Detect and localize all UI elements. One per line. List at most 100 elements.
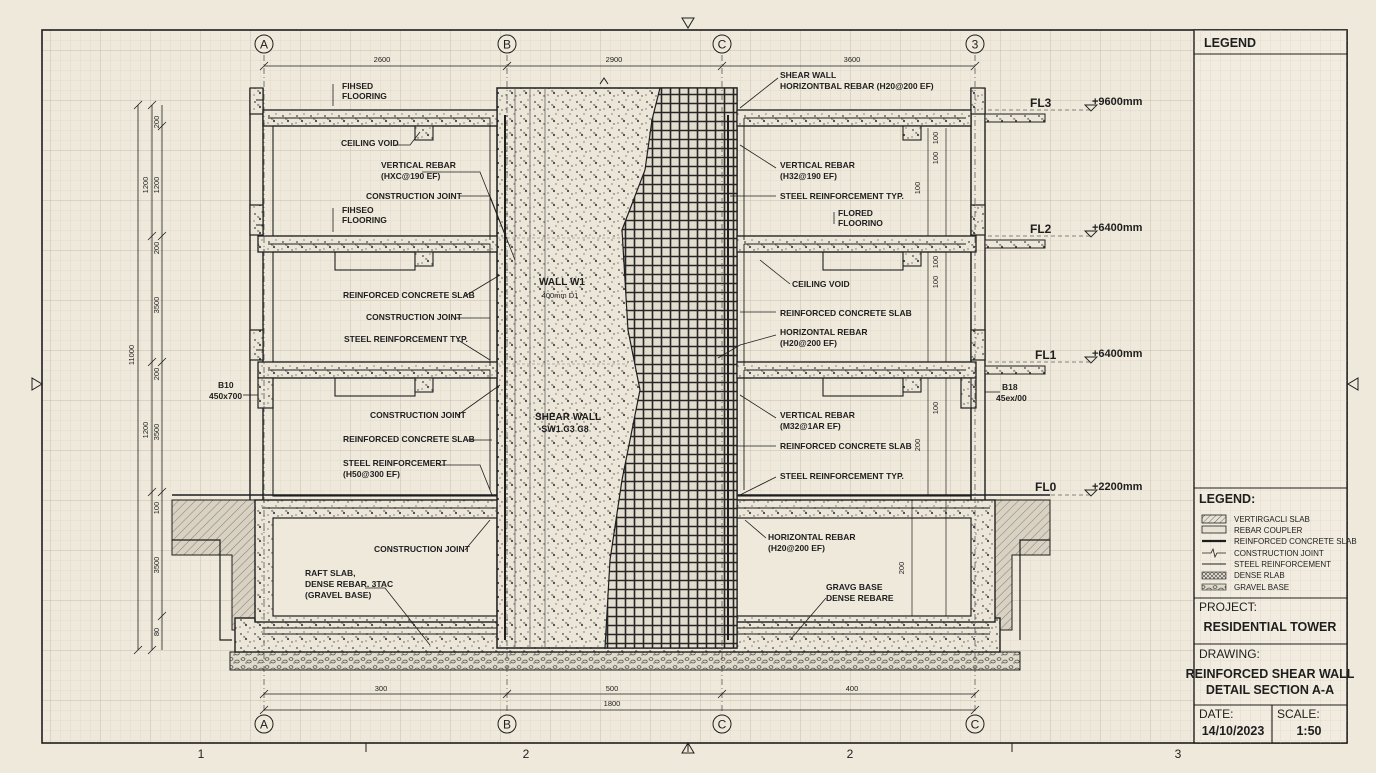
leader-r13 <box>789 597 827 641</box>
left-outer-wall <box>249 88 264 500</box>
left-floor-stack <box>249 87 498 500</box>
title-block-grid <box>1194 30 1347 743</box>
leader-l6 <box>464 274 501 297</box>
right-dim-8: 200 <box>897 562 906 575</box>
right-beam-fl3 <box>902 125 922 141</box>
zone-number-3: 2 <box>847 747 854 761</box>
note-gravel-base-right-line2: DENSE REBARE <box>826 593 894 603</box>
note-ceiling-void-right: CEILING VOID <box>792 279 850 289</box>
right-column-1 <box>970 329 986 361</box>
zone-number-2: 2 <box>523 747 530 761</box>
note-vertical-rebar-right-2-line1: VERTICAL REBAR <box>780 410 855 420</box>
note-gravel-base-right-line1: GRAVG BASE <box>826 582 883 592</box>
bottom-center-marker <box>681 742 695 754</box>
right-dim-7: 200 <box>913 439 922 452</box>
leader-r12 <box>744 519 767 539</box>
left-stack-dim-6: 200 <box>152 368 161 381</box>
shear-wall-core <box>496 77 738 649</box>
left-beam-b10 <box>257 377 274 409</box>
left-column-cap-3 <box>249 87 264 115</box>
left-outer-dim-2: 1200 <box>141 422 150 439</box>
note-shear-wall-horizontal-line1: SHEAR WALL <box>780 70 836 80</box>
excavation-outline <box>172 539 1050 641</box>
right-column-cap-3 <box>970 87 986 115</box>
scale-label: SCALE: <box>1277 707 1320 721</box>
note-floored-flooring-line2: FLOORINO <box>838 218 883 228</box>
right-dim-6: 100 <box>931 402 940 415</box>
left-column-1 <box>249 329 264 361</box>
note-raft-slab-line1: RAFT SLAB, <box>305 568 356 578</box>
right-beam-fl2 <box>902 251 922 267</box>
right-inner-dim-labels: 100 100 100 100 100 100 200 200 <box>897 132 940 575</box>
left-dim-overall: 11000 <box>127 345 136 365</box>
legend-items: VERTIRGACLI SLAB REBAR COUPLER REINFORCE… <box>1201 514 1357 592</box>
grid-label-bottom-c: C <box>718 718 727 732</box>
right-inner-dimensions <box>911 128 947 616</box>
top-dimensions <box>259 61 980 71</box>
leader-r1 <box>739 77 779 109</box>
left-stack-dim-8: 100 <box>152 502 161 515</box>
note-shear-wall-horizontal-line2: HORIZONTBAL REBAR (H20@200 EF) <box>780 81 934 91</box>
note-vertical-rebar-right-line2: (H32@190 EF) <box>780 171 837 181</box>
note-vertical-rebar-right-line1: VERTICAL REBAR <box>780 160 855 170</box>
note-steel-reinforcement-right-2: STEEL REINFORCEMENT TYP. <box>780 471 904 481</box>
note-horizontal-rebar-right-2-line1: HORIZONTAL REBAR <box>768 532 856 542</box>
basement-void-right <box>734 517 972 617</box>
left-annotations: FIHSED FLOORING CEILING VOID VERTICAL RE… <box>209 81 475 600</box>
right-dim-lines <box>911 128 947 616</box>
note-floored-flooring-line1: FLORED <box>838 208 873 218</box>
shear-wall-code: SW1.C3 C8 <box>541 424 589 434</box>
grid-bubble-bottom-c <box>712 714 732 734</box>
top-dim-2: 2900 <box>606 55 623 64</box>
grid-label-top-b: B <box>503 38 511 52</box>
legend-label-rc-slab: REINFORCED CONCRETE SLAB <box>1234 537 1357 546</box>
left-center-marker <box>31 377 43 391</box>
legend-heading: LEGEND <box>1204 36 1256 50</box>
left-room-fl1 <box>272 377 498 497</box>
right-room-fl1 <box>736 377 972 497</box>
note-steel-reinforcement-left: STEEL REINFORCEMENT TYP. <box>344 334 468 344</box>
wall-labels: WALL W1 400mm D1 SHEAR WALL SW1.C3 C8 <box>535 277 601 434</box>
level-markers: FL3 +9600mm FL2 +6400mm FL1 +6400mm FL0 … <box>988 96 1143 497</box>
note-construction-joint-4: CONSTRUCTION JOINT <box>374 544 471 554</box>
wall-w1-label: WALL W1 <box>539 277 585 288</box>
right-floor-stack <box>736 87 1046 500</box>
leader-l14 <box>365 587 431 646</box>
note-finished-flooring-1-line1: FIHSED <box>342 81 373 91</box>
legend-swatch-rebar-coupler <box>1201 525 1227 534</box>
note-finished-flooring-1-line2: FLOORING <box>342 91 387 101</box>
left-column-2 <box>249 204 264 236</box>
legend-label-steel-reinforcement: STEEL REINFORCEMENT <box>1234 560 1331 569</box>
right-annotations: SHEAR WALL HORIZONTBAL REBAR (H20@200 EF… <box>768 70 1027 603</box>
grid-label-top-c: C <box>718 38 727 52</box>
zone-number-1: 1 <box>198 747 205 761</box>
left-stack-dim-1: 200 <box>152 116 161 129</box>
grid-bubble-top-c <box>712 34 732 54</box>
leader-l13 <box>464 519 491 551</box>
note-vertical-rebar-right-2-line2: (M32@1AR EF) <box>780 421 841 431</box>
note-rc-slab-left-2: REINFORCED CONCRETE SLAB <box>343 434 475 444</box>
grid-label-bottom-b: B <box>503 718 511 732</box>
left-beam-fl2 <box>414 251 434 267</box>
grid-bubble-bottom-a <box>254 714 274 734</box>
scale-value: 1:50 <box>1296 724 1321 738</box>
legend-swatch-vertical-slab <box>1201 514 1227 524</box>
left-stack-dim-7: 3500 <box>152 557 161 574</box>
shear-wall-joint-lines <box>497 237 640 365</box>
drawing-label: DRAWING: <box>1199 647 1260 661</box>
bottom-dim-lines <box>264 693 975 711</box>
note-rc-slab-left-1: REINFORCED CONCRETE SLAB <box>343 290 475 300</box>
legend-swatch-dense-slab <box>1201 571 1227 580</box>
note-ceiling-void-left: CEILING VOID <box>341 138 399 148</box>
note-raft-slab-line3: (GRAVEL BASE) <box>305 590 371 600</box>
leader-r11 <box>739 476 777 496</box>
grid-label-top-3: 3 <box>972 38 979 52</box>
right-beam-b18 <box>960 377 977 409</box>
grid-lines <box>263 55 976 712</box>
level-name-fl2: FL2 <box>1030 222 1052 236</box>
level-name-fl0: FL0 <box>1035 480 1057 494</box>
drawing-title-line1: REINFORCED SHEAR WALL <box>1186 667 1355 681</box>
right-column-2 <box>970 204 986 236</box>
drawing-title-line2: DETAIL SECTION A-A <box>1206 683 1334 697</box>
right-dim-4: 100 <box>931 256 940 269</box>
